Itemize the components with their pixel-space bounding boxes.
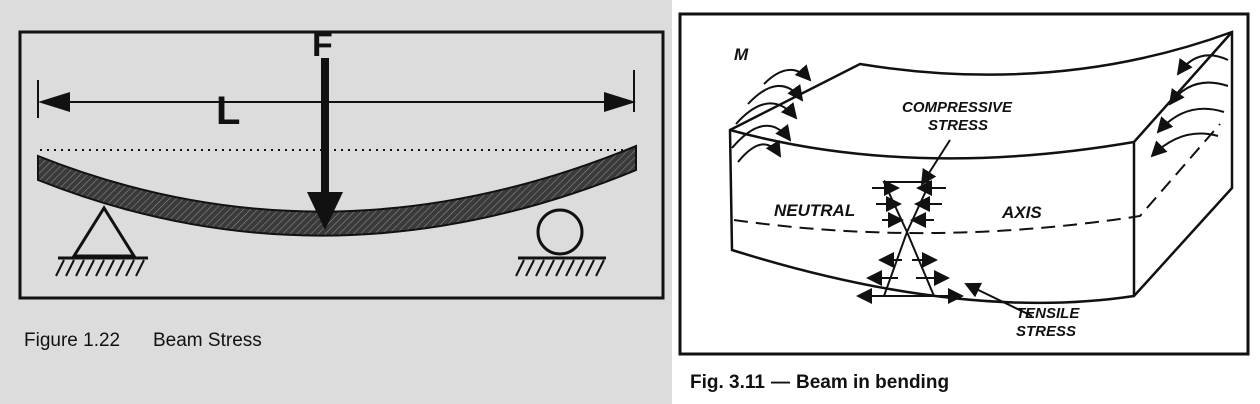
bent-block-right-edge <box>1132 31 1233 296</box>
beam-stress-figure: F L Figure 1.22 Beam Stress <box>0 0 672 404</box>
length-arrow-left-head <box>38 92 70 112</box>
pin-support <box>71 205 137 258</box>
caption-dash: — <box>770 372 790 393</box>
beam-in-bending-figure: M COMPRESSIVE STRESS NEUTRAL AXIS TENSIL… <box>672 0 1260 404</box>
moment-arrows-left <box>731 64 812 163</box>
compressive-arrows <box>872 180 946 228</box>
pin-support-ground-hatch <box>55 259 145 277</box>
length-arrow-right-head <box>604 92 636 112</box>
moment-arrows-right <box>1150 54 1229 158</box>
length-label: L <box>216 89 240 133</box>
tensile-arrows <box>856 252 964 304</box>
figure-frame <box>18 30 665 300</box>
figure-title: Beam in bending <box>795 372 950 393</box>
figure-frame <box>678 12 1250 356</box>
beam-stress-diagram: F L <box>18 26 665 300</box>
figure-caption: Fig. 3.11—Beam in bending <box>690 372 949 394</box>
roller-support <box>536 208 584 256</box>
roller-support-ground-hatch <box>515 259 605 277</box>
tensile-pointer <box>964 282 1033 317</box>
neutral-label: NEUTRAL <box>774 201 855 220</box>
figure-number: Figure 1.22 <box>24 330 121 351</box>
tensile-label-line1: TENSILE <box>1016 305 1080 322</box>
beam-in-bending-diagram: M COMPRESSIVE STRESS NEUTRAL AXIS TENSIL… <box>678 12 1250 356</box>
compressive-label-line2: STRESS <box>928 117 988 134</box>
tensile-label-line2: STRESS <box>1016 323 1076 340</box>
axis-label: AXIS <box>1001 203 1042 222</box>
compressive-pointer <box>920 139 951 186</box>
neutral-axis-line <box>733 123 1221 235</box>
moment-label: M <box>734 45 749 64</box>
force-arrow-head <box>307 192 343 230</box>
bent-block <box>728 30 1234 305</box>
figure-title: Beam Stress <box>153 330 262 351</box>
force-arrow-shaft <box>321 58 329 208</box>
compressive-label-line1: COMPRESSIVE <box>902 99 1013 116</box>
figure-number: Fig. 3.11 <box>690 372 765 393</box>
bent-beam <box>37 144 637 237</box>
force-label: F <box>312 26 333 64</box>
